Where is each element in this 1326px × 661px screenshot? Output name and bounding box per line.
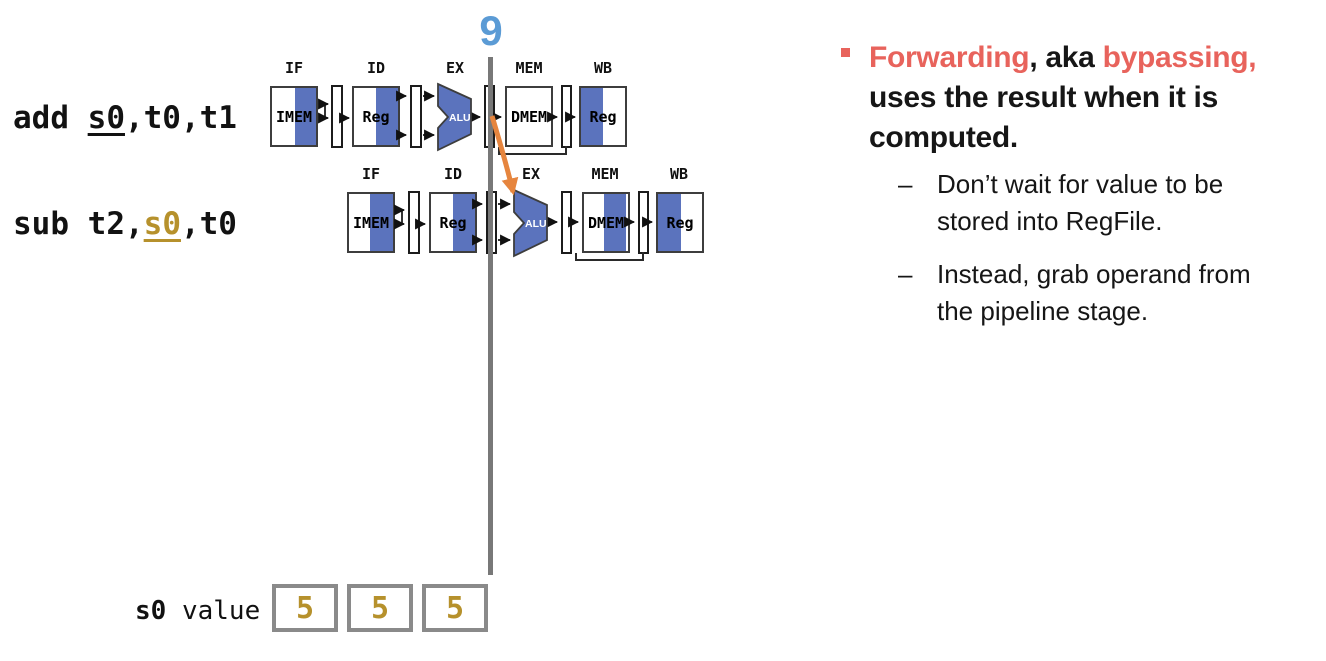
instruction-sub: sub t2,s0,t0 (13, 206, 237, 242)
row2-writeback-reg-label: Reg (666, 213, 694, 232)
row2-stage-ex: EX (521, 165, 541, 183)
row1-stage-wb: WB (593, 59, 613, 77)
row1-stage-if: IF (284, 59, 304, 77)
row1-imem-box: IMEM (270, 86, 318, 147)
row1-id-ex-register (410, 85, 422, 148)
row2-imem-box: IMEM (347, 192, 395, 253)
dash-marker: – (898, 169, 913, 199)
row2-ex-mem-register (561, 191, 572, 254)
row1-stage-mem: MEM (515, 59, 543, 77)
row2-dmem-label: DMEM (587, 213, 625, 232)
row1-imem-label: IMEM (275, 107, 313, 126)
sub2-line2: the pipeline stage. (937, 296, 1149, 326)
instruction-sub-operands: ,t0 (180, 206, 237, 242)
s0-value-box-2: 5 (347, 584, 413, 632)
row2-imem-label: IMEM (352, 213, 390, 232)
row1-alu-label: ALU (449, 112, 471, 124)
sub1-line2: stored into RegFile. (937, 206, 1163, 236)
instruction-add-dest-reg: s0 (87, 100, 125, 136)
sub1-line1: Don’t wait for value to be (937, 169, 1224, 199)
row1-dmem-box: DMEM (505, 86, 553, 147)
instruction-add-op: add (13, 100, 88, 136)
row2-regfile-label: Reg (439, 213, 467, 232)
s0-value-box-3: 5 (422, 584, 488, 632)
row2-alu-label: ALU (525, 218, 547, 230)
sub-bullet-instead: – Instead, grab operand from the pipeline… (898, 256, 1326, 330)
sub2-line1: Instead, grab operand from (937, 259, 1251, 289)
s0-value-1: 5 (295, 590, 315, 626)
cycle-number: 9 (479, 7, 503, 54)
row2-stage-wb: WB (669, 165, 689, 183)
row2-id-ex-register (486, 191, 497, 254)
s0-value-label: s0 value (135, 596, 260, 626)
s0-value-word: value (166, 596, 261, 626)
s0-value-box-1: 5 (272, 584, 338, 632)
bullet-line3: computed. (869, 121, 1018, 154)
bullet-marker-icon (841, 48, 850, 57)
row1-mem-wb-register (561, 85, 572, 148)
row2-if-id-register (408, 191, 420, 254)
row1-ex-mem-register (484, 85, 495, 148)
row1-writeback-reg-box: Reg (579, 86, 627, 147)
instruction-add: add s0,t0,t1 (13, 100, 237, 136)
row2-regfile-box: Reg (429, 192, 477, 253)
term-bypassing: bypassing (1102, 41, 1249, 74)
dash-marker: – (898, 259, 913, 289)
instruction-add-operands: ,t0,t1 (124, 100, 237, 136)
row1-regfile-label: Reg (362, 107, 390, 126)
instruction-sub-op: sub t2, (13, 206, 144, 242)
row1-regfile-box: Reg (352, 86, 400, 147)
s0-register-name: s0 (135, 596, 167, 626)
row2-alu-shape (513, 188, 548, 258)
bullet-line2: uses the result when it is (869, 81, 1218, 114)
row2-writeback-reg-box: Reg (656, 192, 704, 253)
forwarding-bullet-text: Forwarding, aka bypassing, uses the resul… (869, 38, 1326, 158)
row1-if-id-register (331, 85, 343, 148)
bullet-mid-text: , aka (1029, 41, 1103, 74)
row1-stage-ex: EX (445, 59, 465, 77)
row2-stage-mem: MEM (591, 165, 619, 183)
bullet-comma: , (1248, 41, 1257, 74)
row1-dmem-label: DMEM (510, 107, 548, 126)
s0-value-2: 5 (370, 590, 390, 626)
row2-dmem-box: DMEM (582, 192, 630, 253)
row2-stage-id: ID (443, 165, 463, 183)
row1-stage-id: ID (366, 59, 386, 77)
row1-writeback-reg-label: Reg (589, 107, 617, 126)
instruction-sub-src-reg: s0 (143, 206, 181, 242)
sub-bullet-dont-wait: – Don’t wait for value to be stored into … (898, 166, 1326, 240)
term-forwarding: Forwarding (869, 41, 1030, 74)
row2-mem-wb-register (638, 191, 649, 254)
row2-stage-if: IF (361, 165, 381, 183)
row1-alu-shape (437, 82, 472, 152)
s0-value-3: 5 (445, 590, 465, 626)
